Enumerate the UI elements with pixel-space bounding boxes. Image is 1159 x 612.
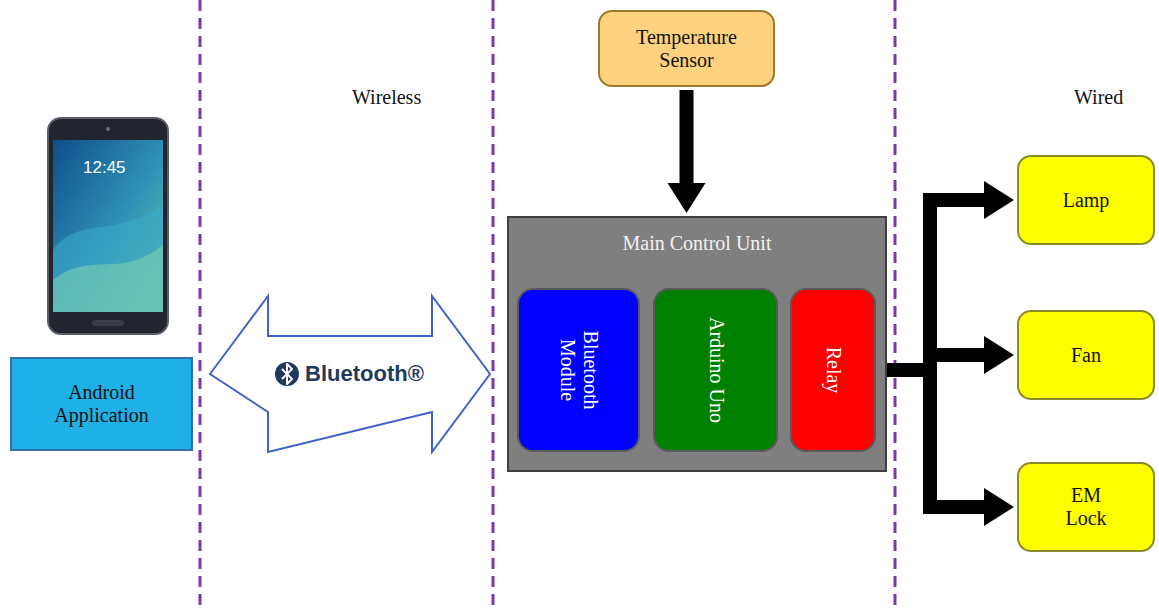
zone-label: Wireless [352, 86, 421, 109]
node-label: Arduino Uno [704, 310, 727, 430]
module-box: Arduino Uno [653, 288, 778, 452]
node-label: Main Control Unit [509, 232, 885, 255]
divider-lines [200, 0, 895, 612]
node-label: Lamp [1063, 189, 1110, 212]
module-box: Relay [790, 288, 876, 452]
arrowhead [668, 183, 706, 213]
bluetooth-logo [275, 362, 299, 386]
phone-illustration [48, 118, 168, 334]
phone-camera [106, 127, 110, 131]
screen-wave [53, 205, 163, 312]
phone-body [48, 118, 168, 334]
process-box: EM Lock [1017, 462, 1155, 552]
logo-circle [275, 362, 299, 386]
wireless-link-arrow [210, 296, 490, 452]
divider-line [894, 0, 897, 612]
connector-label: Bluetooth® [303, 361, 426, 386]
node-label: Android Application [27, 381, 177, 427]
divider-line [492, 0, 495, 612]
process-box: Fan [1017, 310, 1155, 400]
connector-line [680, 90, 694, 186]
arrowhead [984, 181, 1014, 219]
container-box: Main Control UnitBluetooth Module Arduino… [507, 216, 887, 472]
node-label: Relay [822, 310, 845, 430]
phone-screen [53, 140, 163, 312]
wired-connector [668, 90, 706, 213]
connector-line [877, 370, 987, 507]
arrowhead [984, 336, 1014, 374]
divider-line [199, 0, 202, 612]
logo-rune [282, 364, 292, 384]
node-label: Bluetooth Module [556, 310, 602, 430]
wired-connector [877, 181, 1014, 370]
process-box: Lamp [1017, 155, 1155, 245]
zone-label: Wired [1074, 86, 1123, 109]
wired-connector [877, 370, 1014, 526]
node-label: EM Lock [1056, 484, 1116, 530]
node-label: Temperature Sensor [617, 26, 757, 72]
double-arrow-outline [210, 296, 490, 452]
arrowhead [984, 488, 1014, 526]
phone-button [92, 320, 124, 326]
screen-clock: 12:45 [83, 158, 126, 178]
screen-wave [53, 245, 163, 312]
module-box: Bluetooth Module [517, 288, 640, 452]
process-box: Android Application [10, 357, 193, 451]
node-label: Fan [1071, 344, 1101, 367]
process-box: Temperature Sensor [598, 10, 775, 87]
connector-line [877, 200, 987, 370]
